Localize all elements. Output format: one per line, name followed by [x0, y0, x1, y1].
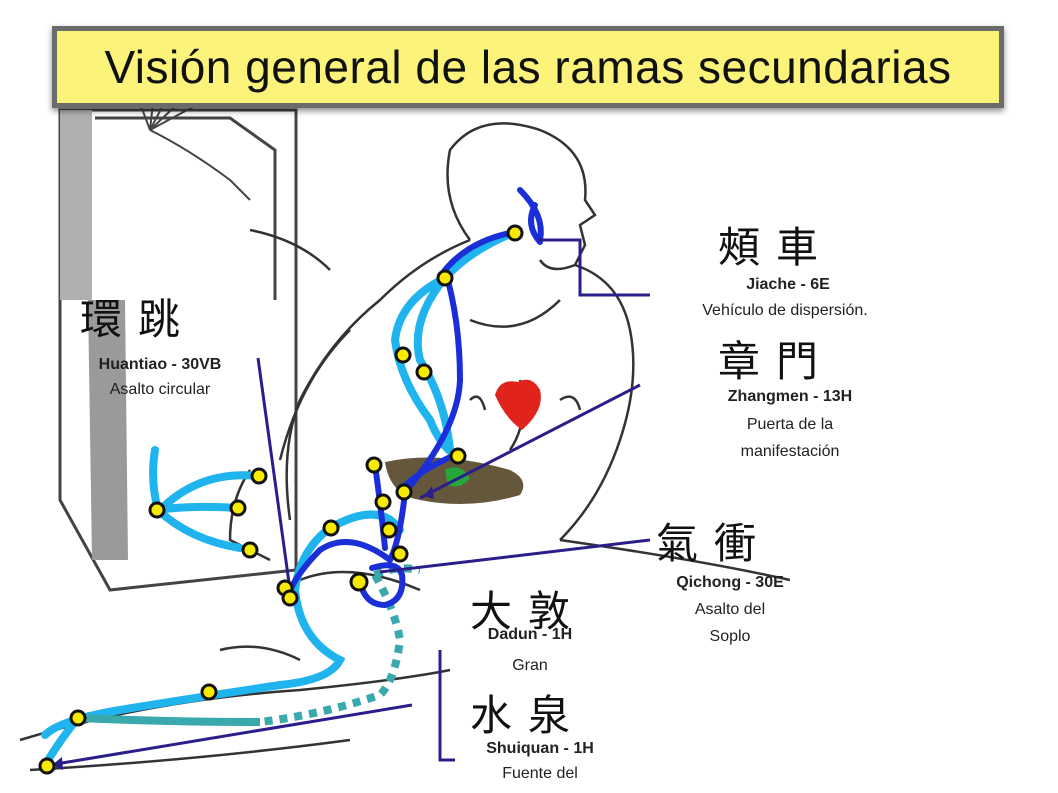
acupoint-marker [241, 541, 259, 559]
zhangmen-desc: Puerta de la manifestación [740, 416, 840, 460]
arrow-head-foot [52, 757, 63, 770]
acupoint-marker [250, 467, 268, 485]
huantiao-characters: 環跳 [80, 295, 197, 344]
acupoint-marker [349, 572, 369, 592]
acupoint-marker [391, 545, 409, 563]
acupoint-marker [380, 521, 398, 539]
acupoint-marker [69, 709, 87, 727]
acupoint-marker [449, 447, 467, 465]
shuiquan-characters: 水泉 [470, 691, 587, 740]
dadun-characters: 大敦 [470, 587, 587, 636]
acupoint-marker [229, 499, 247, 517]
acupoint-marker [415, 363, 433, 381]
zhangmen-name: Zhangmen - 13H [727, 388, 853, 405]
huantiao-desc: Asalto circular [109, 381, 211, 398]
acupoint-marker [506, 224, 524, 242]
qichong-name: Qichong - 30E [676, 574, 784, 591]
leader-lines [49, 238, 651, 767]
organ-heart [495, 379, 541, 430]
acupoint-marker [395, 483, 413, 501]
acupoint-marker [436, 269, 454, 287]
huantiao-name: Huantiao - 30VB [98, 356, 222, 373]
shuiquan-name: Shuiquan - 1H [486, 740, 594, 757]
jiache-desc: Vehículo de dispersión. [702, 302, 868, 319]
acupoint-marker [148, 501, 166, 519]
acupoint-marker [374, 493, 392, 511]
dadun-name: Dadun - 1H [487, 626, 573, 643]
page-title: Visión general de las ramas secundarias [104, 41, 952, 93]
title-banner: Visión general de las ramas secundarias [52, 26, 1004, 108]
acupoints [38, 224, 524, 775]
frame-shading [88, 300, 128, 560]
acupoint-marker [365, 456, 383, 474]
jiache-characters: 頰車 [718, 223, 835, 272]
acupoint-marker [281, 589, 299, 607]
acupoint-marker [200, 683, 218, 701]
acupoint-marker [394, 346, 412, 364]
acupoint-marker [38, 757, 56, 775]
arrow-head [424, 486, 434, 499]
zhangmen-characters: 章門 [718, 337, 835, 386]
dadun-desc: Gran [512, 657, 548, 674]
qichong-desc: Asalto del Soplo [694, 601, 766, 645]
acupoint-marker [322, 519, 340, 537]
jiache-name: Jiache - 6E [746, 276, 830, 293]
shuiquan-desc: Fuente del [502, 765, 578, 782]
figure-outline [19, 122, 791, 772]
qichong-characters: 氣衝 [656, 519, 773, 568]
channel-teal [77, 714, 261, 726]
frame-shading-top [60, 110, 92, 300]
